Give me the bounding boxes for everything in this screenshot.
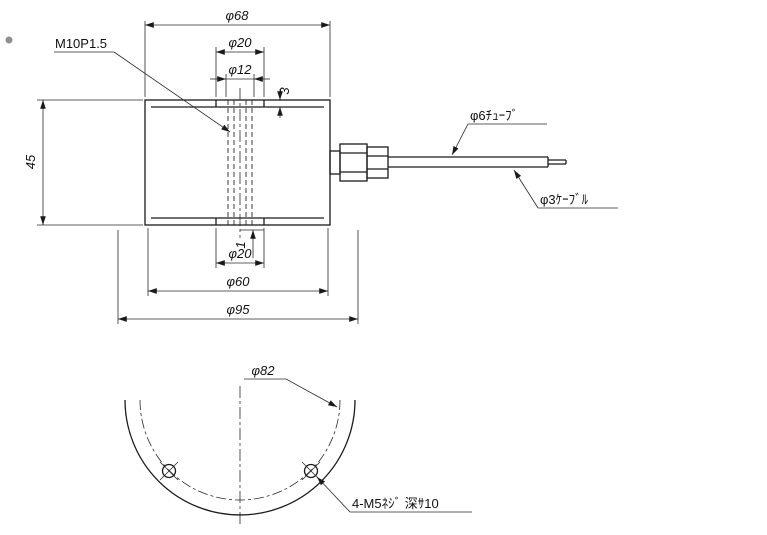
dim-phi20-top: φ20 [215, 35, 265, 97]
dim-phi95-text: φ95 [227, 302, 251, 317]
dim-phi12-text: φ12 [229, 62, 253, 77]
body-outline [144, 99, 331, 226]
bolt-hole-left [159, 461, 179, 481]
dim-depth-3-text: 3 [277, 87, 292, 95]
dim-height-45-text: 45 [23, 154, 38, 169]
dim-depth-1-text: 1 [233, 241, 248, 248]
note-screws: 4-M5ﾈｼﾞ 深ｻ10 [316, 476, 472, 513]
dim-phi68-text: φ68 [226, 8, 250, 23]
cable [548, 159, 567, 165]
cable-note-text: φ3ｹｰﾌﾞﾙ [540, 192, 589, 207]
dim-phi68: φ68 [144, 8, 331, 97]
note-cable: φ3ｹｰﾌﾞﾙ [513, 169, 618, 209]
side-view: φ68 φ20 φ12 3 45 [23, 8, 618, 324]
screen-artifact-dot [5, 36, 13, 44]
dim-depth-3: 3 [277, 87, 292, 118]
dim-phi82: φ82 [244, 363, 338, 408]
thread-note-text: M10P1.5 [55, 36, 107, 51]
bottom-view: φ82 4-M5ﾈｼﾞ 深ｻ10 [124, 363, 472, 527]
tube-note-text: φ6ﾁｭｰﾌﾞ [470, 108, 518, 123]
dim-phi95: φ95 [117, 230, 359, 324]
cable-gland [329, 143, 389, 182]
tube [388, 156, 549, 168]
threaded-hole-hidden-lines [227, 88, 253, 238]
dim-height-45: 45 [23, 99, 143, 226]
dim-phi82-text: φ82 [252, 363, 276, 378]
dim-phi20-top-text: φ20 [229, 35, 253, 50]
dim-phi20-bottom-text: φ20 [229, 246, 253, 261]
dim-depth-1: 1 [233, 229, 264, 258]
dim-phi12: φ12 [210, 62, 270, 97]
dim-phi60: φ60 [147, 228, 329, 296]
dim-phi60-text: φ60 [227, 274, 251, 289]
screw-note-text: 4-M5ﾈｼﾞ 深ｻ10 [352, 496, 439, 511]
dim-phi20-bottom: φ20 [215, 228, 265, 268]
note-tube: φ6ﾁｭｰﾌﾞ [451, 108, 547, 156]
note-thread-m10: M10P1.5 [54, 36, 231, 133]
